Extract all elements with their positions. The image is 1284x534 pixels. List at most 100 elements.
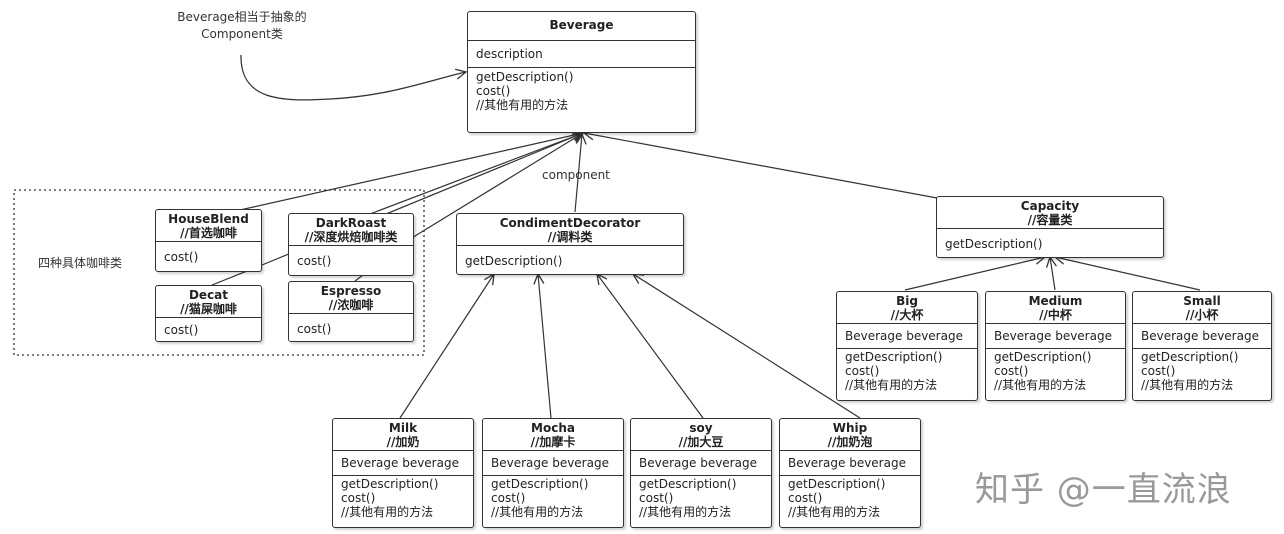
- class-capacity[interactable]: Capacity//容量类 getDescription(): [936, 196, 1164, 258]
- method: getDescription(): [491, 477, 589, 491]
- class-decat[interactable]: Decat//猫屎咖啡 cost(): [155, 285, 262, 342]
- class-name: Decat: [188, 288, 229, 302]
- method: //其他有用的方法: [491, 505, 584, 519]
- soy-to-condiment: [597, 274, 704, 419]
- concrete-coffee-group: [13, 189, 425, 356]
- component-note-line2: Component类: [201, 27, 283, 41]
- class-name: Milk: [388, 421, 418, 435]
- class-subtitle: //加摩卡: [530, 435, 576, 449]
- attribute: Beverage beverage: [994, 329, 1112, 343]
- method: getDescription(): [788, 477, 886, 491]
- method: //其他有用的方法: [845, 378, 938, 392]
- whip-to-condiment: [633, 274, 861, 419]
- method: //其他有用的方法: [994, 378, 1087, 392]
- small-to-capacity: [1055, 257, 1201, 291]
- mocha-to-condiment: [538, 274, 552, 419]
- method: cost(): [788, 491, 823, 505]
- method: getDescription(): [341, 477, 439, 491]
- method: cost(): [164, 323, 199, 337]
- darkroast-to-beverage: [369, 133, 583, 215]
- method: getDescription(): [639, 477, 737, 491]
- class-name: Capacity: [1020, 199, 1080, 213]
- medium-to-capacity: [1050, 257, 1055, 291]
- class-subtitle: //加奶泡: [827, 435, 873, 449]
- class-mocha[interactable]: Mocha//加摩卡 Beverage beverage getDescript…: [482, 418, 624, 528]
- class-subtitle: //中杯: [1039, 308, 1072, 322]
- method: cost(): [491, 491, 526, 505]
- method: cost(): [1141, 364, 1176, 378]
- decat-to-beverage: [211, 133, 583, 286]
- component-note-line1: Beverage相当于抽象的: [177, 10, 307, 24]
- note-arrow: [240, 54, 466, 101]
- class-medium[interactable]: Medium//中杯 Beverage beverage getDescript…: [985, 291, 1126, 401]
- class-name: Small: [1183, 294, 1221, 308]
- method: cost(): [994, 364, 1029, 378]
- method: cost(): [297, 254, 332, 268]
- class-darkroast[interactable]: DarkRoast//深度烘焙咖啡类 cost(): [288, 213, 414, 276]
- class-houseblend[interactable]: HouseBlend//首选咖啡 cost(): [155, 209, 262, 272]
- class-espresso[interactable]: Espresso//浓咖啡 cost(): [288, 281, 414, 342]
- component-association-label: component: [542, 168, 610, 182]
- method: getDescription(): [476, 70, 574, 84]
- method: //其他有用的方法: [1141, 378, 1234, 392]
- method: //其他有用的方法: [788, 505, 881, 519]
- condiment-to-beverage: [574, 134, 582, 213]
- class-subtitle: //浓咖啡: [328, 298, 374, 312]
- class-subtitle: //加奶: [386, 435, 420, 449]
- class-name: soy: [689, 421, 713, 435]
- class-small[interactable]: Small//小杯 Beverage beverage getDescripti…: [1132, 291, 1272, 401]
- method: getDescription(): [465, 254, 563, 268]
- method: cost(): [341, 491, 376, 505]
- method: cost(): [845, 364, 880, 378]
- big-to-capacity: [904, 257, 1045, 291]
- class-subtitle: //调料类: [547, 230, 593, 244]
- method: //其他有用的方法: [639, 505, 732, 519]
- attribute: Beverage beverage: [639, 456, 757, 470]
- class-subtitle: //小杯: [1185, 308, 1219, 322]
- component-note: Beverage相当于抽象的 Component类: [174, 8, 310, 42]
- class-name: Medium: [1028, 294, 1083, 308]
- class-condiment-decorator[interactable]: CondimentDecorator//调料类 getDescription(): [456, 213, 684, 275]
- attribute: Beverage beverage: [1141, 329, 1259, 343]
- houseblend-to-beverage: [239, 133, 583, 211]
- class-subtitle: //容量类: [1027, 213, 1073, 227]
- attribute: Beverage beverage: [845, 329, 963, 343]
- class-name: Espresso: [320, 284, 382, 298]
- class-name: DarkRoast: [315, 216, 387, 230]
- class-subtitle: //首选咖啡: [180, 226, 237, 240]
- attribute: description: [476, 47, 543, 61]
- class-subtitle: //大杯: [890, 308, 924, 322]
- method: cost(): [164, 250, 199, 264]
- zhihu-watermark: 知乎 @一直流浪: [975, 470, 1232, 510]
- method: //其他有用的方法: [341, 505, 434, 519]
- class-milk[interactable]: Milk//加奶 Beverage beverage getDescriptio…: [332, 418, 474, 528]
- milk-to-condiment: [399, 274, 494, 419]
- class-whip[interactable]: Whip//加奶泡 Beverage beverage getDescripti…: [779, 418, 921, 528]
- method: cost(): [297, 322, 332, 336]
- class-name: Big: [896, 294, 918, 308]
- capacity-to-beverage: [584, 133, 938, 199]
- class-name: Beverage: [549, 18, 614, 32]
- class-subtitle: //加大豆: [678, 435, 724, 449]
- attribute: Beverage beverage: [491, 456, 609, 470]
- method: cost(): [476, 84, 511, 98]
- class-subtitle: //深度烘焙咖啡类: [304, 230, 398, 244]
- class-big[interactable]: Big//大杯 Beverage beverage getDescription…: [836, 291, 978, 401]
- method: getDescription(): [994, 350, 1092, 364]
- class-name: HouseBlend: [168, 212, 249, 226]
- method: cost(): [639, 491, 674, 505]
- class-soy[interactable]: soy//加大豆 Beverage beverage getDescriptio…: [630, 418, 772, 528]
- class-name: CondimentDecorator: [499, 216, 641, 230]
- class-name: Mocha: [531, 421, 575, 435]
- class-beverage[interactable]: Beverage description getDescription() co…: [467, 11, 696, 133]
- class-name: Whip: [832, 421, 868, 435]
- method: getDescription(): [1141, 350, 1239, 364]
- method: getDescription(): [845, 350, 943, 364]
- method: getDescription(): [945, 237, 1043, 251]
- method: //其他有用的方法: [476, 98, 569, 112]
- class-subtitle: //猫屎咖啡: [180, 302, 237, 316]
- attribute: Beverage beverage: [341, 456, 459, 470]
- attribute: Beverage beverage: [788, 456, 906, 470]
